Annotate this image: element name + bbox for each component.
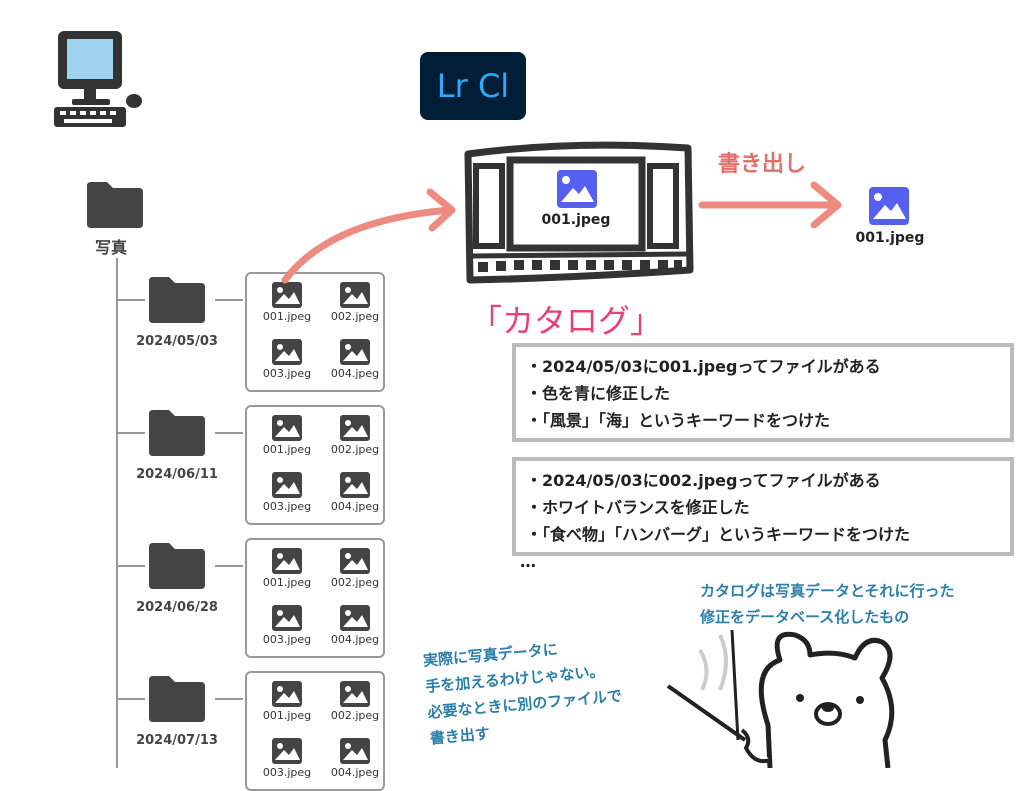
folder-icon[interactable] — [147, 674, 207, 724]
tree-branch — [117, 299, 145, 301]
file-item[interactable]: 001.jpeg — [257, 681, 317, 722]
export-arrow — [698, 181, 842, 229]
file-name: 004.jpeg — [330, 367, 380, 380]
file-item[interactable]: 002.jpeg — [325, 681, 385, 722]
image-icon — [325, 681, 385, 707]
catalog-file-label: 001.jpeg — [541, 212, 611, 228]
image-icon — [325, 415, 385, 441]
exported-file-label: 001.jpeg — [855, 230, 925, 246]
ellipsis: … — [520, 552, 536, 571]
file-name: 004.jpeg — [330, 500, 380, 513]
file-name: 001.jpeg — [262, 310, 312, 323]
file-item[interactable]: 003.jpeg — [257, 738, 317, 779]
image-icon — [257, 415, 317, 441]
entry-line: ・「風景」「海」というキーワードをつけた — [526, 411, 831, 430]
entry-line: ・2024/05/03に002.jpegってファイルがある — [526, 471, 881, 490]
file-item[interactable]: 001.jpeg — [257, 548, 317, 589]
tree-branch — [117, 565, 145, 567]
entry-line: ・ホワイトバランスを修正した — [526, 498, 750, 517]
file-group: 001.jpeg 002.jpeg 003.jpeg 004.jpeg — [245, 538, 385, 658]
image-icon — [325, 339, 385, 365]
catalog-note: カタログは写真データとそれに行った 修正をデータベース化したもの — [700, 578, 955, 630]
note-line: カタログは写真データとそれに行った — [700, 582, 955, 600]
file-item[interactable]: 001.jpeg — [257, 415, 317, 456]
file-item[interactable]: 004.jpeg — [325, 472, 385, 513]
file-group: 001.jpeg 002.jpeg 003.jpeg 004.jpeg — [245, 272, 385, 392]
tree-branch — [215, 299, 243, 301]
file-name: 002.jpeg — [330, 576, 380, 589]
folder-icon — [87, 182, 143, 228]
folder-date: 2024/05/03 — [136, 334, 218, 349]
file-item[interactable]: 002.jpeg — [325, 415, 385, 456]
image-icon — [257, 472, 317, 498]
image-icon — [257, 282, 317, 308]
folder-date: 2024/06/11 — [136, 467, 218, 482]
file-name: 001.jpeg — [262, 443, 312, 456]
entry-line: ・色を青に修正した — [526, 384, 671, 403]
image-icon — [325, 282, 385, 308]
image-icon — [257, 681, 317, 707]
export-label: 書き出し — [718, 152, 807, 177]
file-item[interactable]: 001.jpeg — [257, 282, 317, 323]
note-line: 修正をデータベース化したもの — [700, 608, 910, 626]
file-name: 003.jpeg — [262, 500, 312, 513]
tree-branch — [215, 432, 243, 434]
file-item[interactable]: 003.jpeg — [257, 472, 317, 513]
file-name: 004.jpeg — [330, 633, 380, 646]
export-note: 実際に写真データに 手を加えるわけじゃない。 必要なときに別のファイルで 書き出… — [422, 631, 625, 752]
file-name: 003.jpeg — [262, 633, 312, 646]
image-icon — [325, 548, 385, 574]
file-item[interactable]: 003.jpeg — [257, 605, 317, 646]
file-item[interactable]: 004.jpeg — [325, 738, 385, 779]
tree-branch — [117, 698, 145, 700]
image-icon — [325, 605, 385, 631]
image-icon — [257, 605, 317, 631]
computer-icon — [54, 31, 142, 127]
import-arrow — [281, 188, 456, 284]
root-folder-label: 写真 — [95, 238, 128, 257]
file-item[interactable]: 004.jpeg — [325, 339, 385, 380]
file-name: 002.jpeg — [330, 310, 380, 323]
file-name: 002.jpeg — [330, 709, 380, 722]
folder-icon[interactable] — [147, 408, 207, 458]
lightroom-logo: Lr Cl — [420, 52, 526, 120]
tree-branch — [215, 565, 243, 567]
image-icon — [257, 738, 317, 764]
image-icon — [257, 548, 317, 574]
entry-line: ・「食べ物」「ハンバーグ」というキーワードをつけた — [526, 525, 911, 544]
file-item[interactable]: 004.jpeg — [325, 605, 385, 646]
file-item[interactable]: 002.jpeg — [325, 548, 385, 589]
image-icon — [325, 738, 385, 764]
folder-icon[interactable] — [147, 275, 207, 325]
catalog-film-icon — [464, 141, 694, 284]
file-name: 002.jpeg — [330, 443, 380, 456]
file-group: 001.jpeg 002.jpeg 003.jpeg 004.jpeg — [245, 405, 385, 525]
folder-date: 2024/06/28 — [136, 600, 218, 615]
tree-line — [116, 258, 118, 768]
file-name: 003.jpeg — [262, 367, 312, 380]
tree-branch — [215, 698, 243, 700]
file-item[interactable]: 002.jpeg — [325, 282, 385, 323]
catalog-title: 「カタログ」 — [470, 302, 663, 340]
entry-line: ・2024/05/03に001.jpegってファイルがある — [526, 357, 881, 376]
image-icon — [325, 472, 385, 498]
tree-branch — [117, 432, 145, 434]
file-item[interactable]: 003.jpeg — [257, 339, 317, 380]
file-name: 001.jpeg — [262, 576, 312, 589]
folder-date: 2024/07/13 — [136, 733, 218, 748]
catalog-entry: ・2024/05/03に002.jpegってファイルがある ・ホワイトバランスを… — [512, 457, 1014, 556]
catalog-entry: ・2024/05/03に001.jpegってファイルがある ・色を青に修正した … — [512, 343, 1014, 442]
image-icon — [257, 339, 317, 365]
file-name: 001.jpeg — [262, 709, 312, 722]
image-icon — [869, 187, 909, 225]
folder-icon[interactable] — [147, 541, 207, 591]
bear-illustration — [666, 630, 895, 768]
